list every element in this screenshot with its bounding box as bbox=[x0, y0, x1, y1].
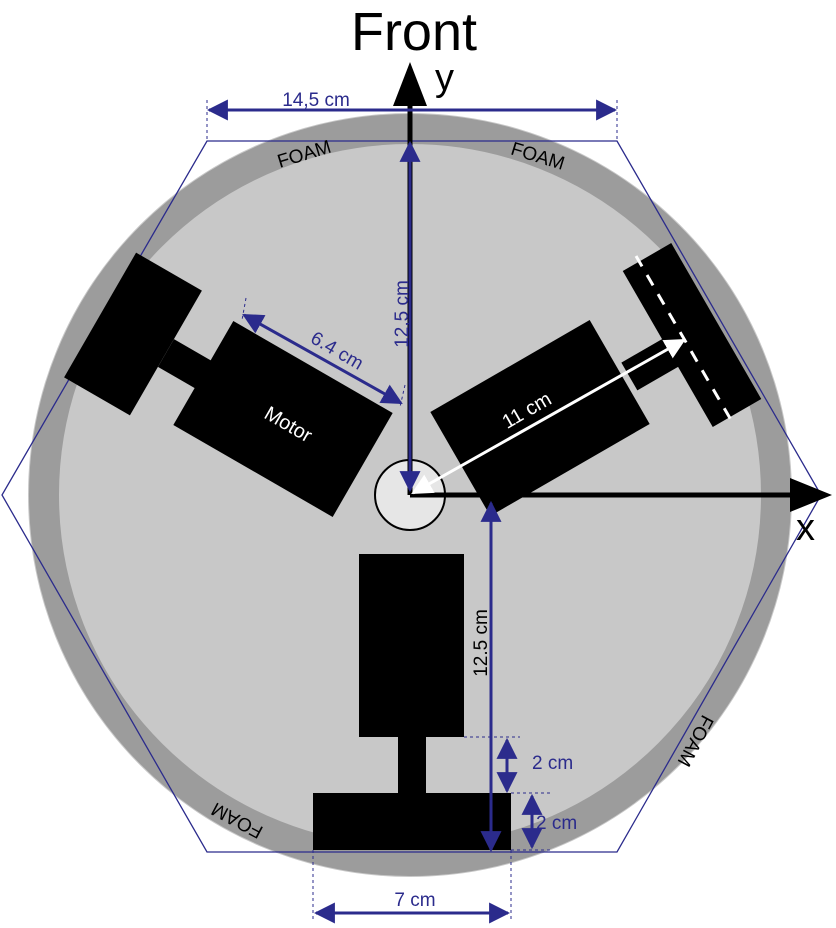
front-distance-label: 12,5 cm bbox=[392, 280, 413, 348]
x-axis-label: x bbox=[796, 507, 815, 549]
bottom-wheel bbox=[313, 793, 511, 850]
bottom-motor bbox=[359, 554, 464, 737]
right-wheel bbox=[622, 243, 762, 427]
x-axis-arrowhead bbox=[790, 478, 832, 512]
wheel-width-dimension: 7 cm bbox=[312, 850, 512, 924]
wheel-width-label: 7 cm bbox=[394, 890, 435, 911]
bottom-shaft bbox=[398, 737, 426, 793]
wheel-thickness-label: 2 cm bbox=[536, 813, 577, 834]
y-axis-label: y bbox=[435, 57, 454, 99]
shaft-length-dimension: 2 cm bbox=[464, 736, 573, 794]
left-shaft bbox=[157, 339, 213, 389]
hexagon-outline bbox=[1, 140, 822, 853]
bottom-drive-assembly bbox=[313, 554, 511, 850]
back-distance-dimension: 12.5 cm bbox=[471, 500, 502, 853]
page-title: Front bbox=[351, 2, 477, 62]
left-wheel bbox=[64, 252, 202, 416]
right-wheel-axis-dashes bbox=[634, 255, 733, 421]
y-axis-arrowhead bbox=[393, 62, 427, 106]
hex-width-dimension: 14,5 cm bbox=[206, 90, 618, 141]
left-motor bbox=[173, 321, 393, 517]
wheel-thickness-dimension: 2 cm bbox=[511, 792, 577, 851]
left-drive-assembly: Motor bbox=[64, 252, 393, 517]
shaft-length-label: 2 cm bbox=[532, 753, 573, 774]
hex-width-label: 14,5 cm bbox=[282, 90, 350, 111]
back-distance-label: 12.5 cm bbox=[471, 609, 492, 677]
